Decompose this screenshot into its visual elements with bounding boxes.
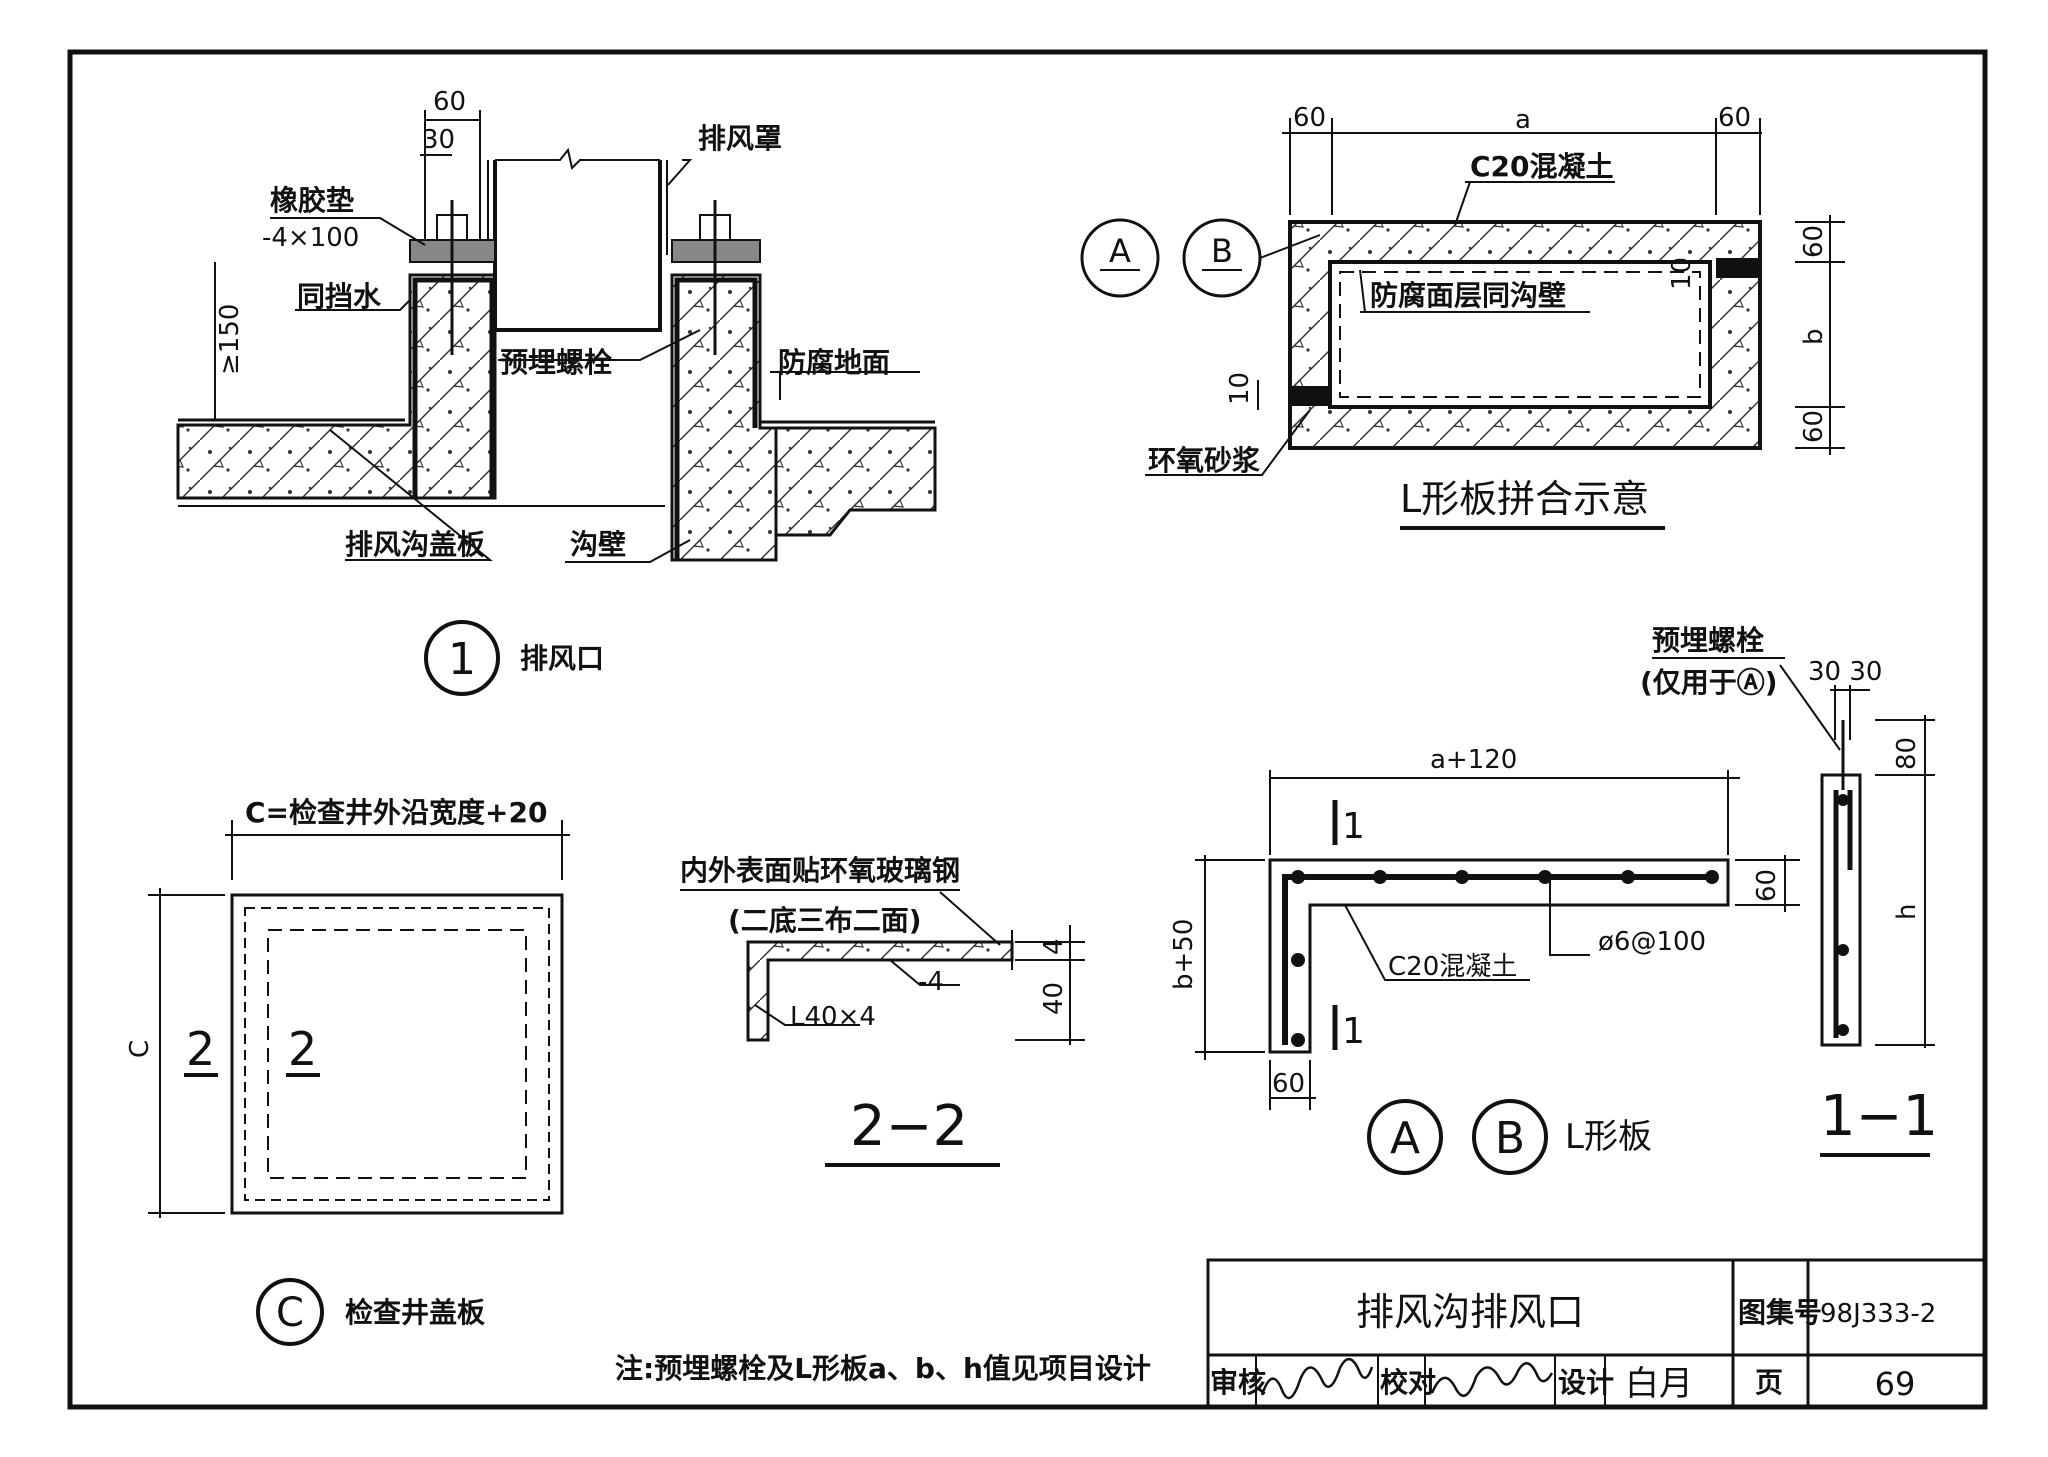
rebar-dots [1291,870,1719,1047]
lslab-marker-a [1367,1099,1443,1175]
section-mark-right: 2 [288,1022,317,1076]
detail-1-caption: 排风口 [520,642,604,675]
detail-c-well-cover: C=检查井外沿宽度+20 C 2 2 C 检查井盖板 [125,796,570,1346]
detail-1-number: 1 [448,634,476,685]
concrete-label: C20混凝土 [1470,150,1614,183]
dim-80: 80 [1892,737,1922,770]
epoxy-joint-bottom [1292,386,1330,406]
plate-label: -4 [918,967,944,997]
epoxy-joint-top [1716,258,1758,278]
dim-40: 40 [1039,982,1069,1015]
embedded-bolt-label: 预埋螺栓 [500,346,612,379]
lslab-assembly: 60 a 60 60 b 60 10 10 C20混凝土 A B 防腐面层同沟壁… [1080,103,1845,530]
atlas-label: 图集号 [1738,1296,1822,1329]
trench-wall [670,273,778,562]
anticorrosion-floor-label: 防腐地面 [778,346,890,379]
epoxy-mortar-label: 环氧砂浆 [1148,444,1261,477]
bolt-label: 预埋螺栓 [1652,624,1764,657]
marker-b-text: B [1211,232,1233,270]
angle-label: L40×4 [790,1002,876,1032]
section-22-caption: 2−2 [850,1094,968,1159]
assembly-void [1328,260,1712,409]
width-label: a+120 [1430,745,1517,775]
dim-30: 30 [422,125,455,155]
rebar-label: ø6@100 [1598,927,1706,957]
trench-wall-label: 沟壁 [570,528,626,561]
lslab-marker-b-text: B [1495,1113,1525,1164]
note-line-2: (二底三布二面) [728,904,922,937]
detail-c-caption: 检查井盖板 [345,1296,485,1329]
bolt-left [436,200,468,355]
section-11-body [1820,773,1862,1047]
dim-10-b: 10 [1225,372,1255,405]
sheet-border [67,49,1988,1410]
bolt-note: (仅用于Ⓐ) [1640,666,1778,699]
dim-a: a [1515,105,1531,135]
dim-60: 60 [433,87,466,117]
lslab-marker-a-text: A [1390,1113,1420,1164]
checker-signature [1430,1362,1554,1397]
page-label: 页 [1755,1366,1783,1399]
section-1-1: 预埋螺栓 (仅用于Ⓐ) 30 30 80 h 1−1 [1640,624,1938,1157]
check-label: 校对 [1380,1366,1436,1399]
detail-1-marker [424,620,500,696]
section-mark-bottom: 1 [1342,1011,1365,1052]
section-mark-top: 1 [1342,806,1365,847]
dim-150: ≥150 [215,304,245,375]
bolt-right [699,200,731,355]
assembly-caption: L形板拼合示意 [1400,477,1649,521]
design-label: 设计 [1558,1366,1614,1399]
detail-c-marker [256,1278,324,1346]
dim-bottom-60: 60 [1799,410,1829,443]
lslab-caption: L形板 [1565,1117,1652,1157]
dim-h: h [1892,904,1922,920]
title-block: 排风沟排风口 图集号 98J333-2 审核 校对 设计 白月 页 69 [1206,1258,1987,1409]
reviewer-signature [1260,1358,1374,1400]
note-line-1: 内外表面贴环氧玻璃钢 [680,854,960,887]
section-2-2: 内外表面贴环氧玻璃钢 (二底三布二面) -4 L40×4 4 40 2−2 [680,854,1085,1167]
review-label: 审核 [1210,1366,1266,1399]
coating-label: 防腐面层同沟壁 [1370,279,1566,312]
page-number: 69 [1875,1365,1916,1403]
water-stop-label: 同挡水 [297,280,382,313]
atlas-number: 98J333-2 [1820,1299,1936,1329]
dim-30-30: 30 30 [1808,657,1882,687]
lslab-marker-b [1472,1099,1548,1175]
detail-1-exhaust-outlet: 60 30 ≥150 橡胶垫 -4×100 同挡水 排风罩 预埋螺栓 防腐地面 … [176,87,937,696]
section-mark-left: 2 [186,1022,215,1076]
trench-cover-label: 排风沟盖板 [345,528,485,561]
rubber-pad-spec: -4×100 [262,223,359,253]
hood-label: 排风罩 [698,122,782,155]
drawing-title: 排风沟排风口 [1356,1290,1584,1334]
cover-outline [230,893,564,1215]
right-floor [774,426,937,537]
dim-60-top: 60 [1752,869,1782,902]
dim-left-60: 60 [1293,103,1326,133]
dim-10-a: 10 [1667,257,1697,290]
marker-a [1080,218,1160,298]
detail-c-letter: C [276,1290,304,1336]
lslab-detail: a+120 b+50 60 60 ø6@100 C20混凝土 1 1 A B L… [1169,745,1800,1175]
width-label: C=检查井外沿宽度+20 [245,796,547,829]
height-label: C [125,1040,155,1058]
concrete-label: C20混凝土 [1388,952,1517,982]
dim-top-60: 60 [1799,225,1829,258]
dim-60-bottom: 60 [1272,1069,1305,1099]
dim-b: b [1799,328,1829,345]
general-note: 注:预埋螺栓及L形板a、b、h值见项目设计 [615,1352,1151,1385]
height-label: b+50 [1169,919,1199,990]
marker-a-text: A [1109,232,1131,270]
section-11-caption: 1−1 [1820,1084,1938,1149]
dim-4: 4 [1039,938,1069,955]
rubber-pad-label: 橡胶垫 [270,184,354,217]
dim-right-60: 60 [1718,103,1751,133]
designer-signature: 白月 [1625,1364,1693,1404]
